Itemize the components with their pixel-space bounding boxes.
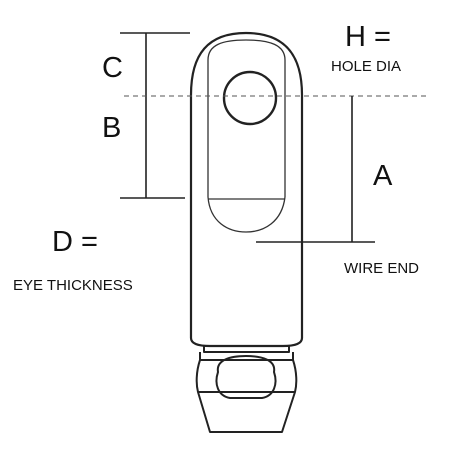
shank-slot-bottom — [207, 196, 286, 233]
label-a: A — [373, 160, 393, 192]
eye-body-outline — [189, 31, 304, 338]
swage-body — [195, 359, 298, 433]
label-h: H = — [345, 21, 391, 53]
body-bottom-edge — [189, 337, 304, 348]
hole-circle — [222, 70, 278, 126]
eye-body — [189, 31, 304, 348]
label-wire-end: WIRE END — [344, 260, 419, 277]
wire-end-fitting — [195, 346, 298, 433]
label-b: B — [102, 112, 121, 144]
label-eye-thickness: EYE THICKNESS — [13, 277, 133, 294]
dimension-c-b — [120, 32, 190, 199]
shank-slot — [207, 39, 286, 197]
label-hole-dia: HOLE DIA — [331, 58, 401, 75]
label-d: D = — [52, 226, 98, 258]
neck-collar-lower — [199, 352, 294, 361]
swage-window — [215, 355, 277, 399]
dimension-a — [256, 96, 375, 243]
neck-collar — [203, 346, 290, 353]
label-c: C — [102, 52, 123, 84]
